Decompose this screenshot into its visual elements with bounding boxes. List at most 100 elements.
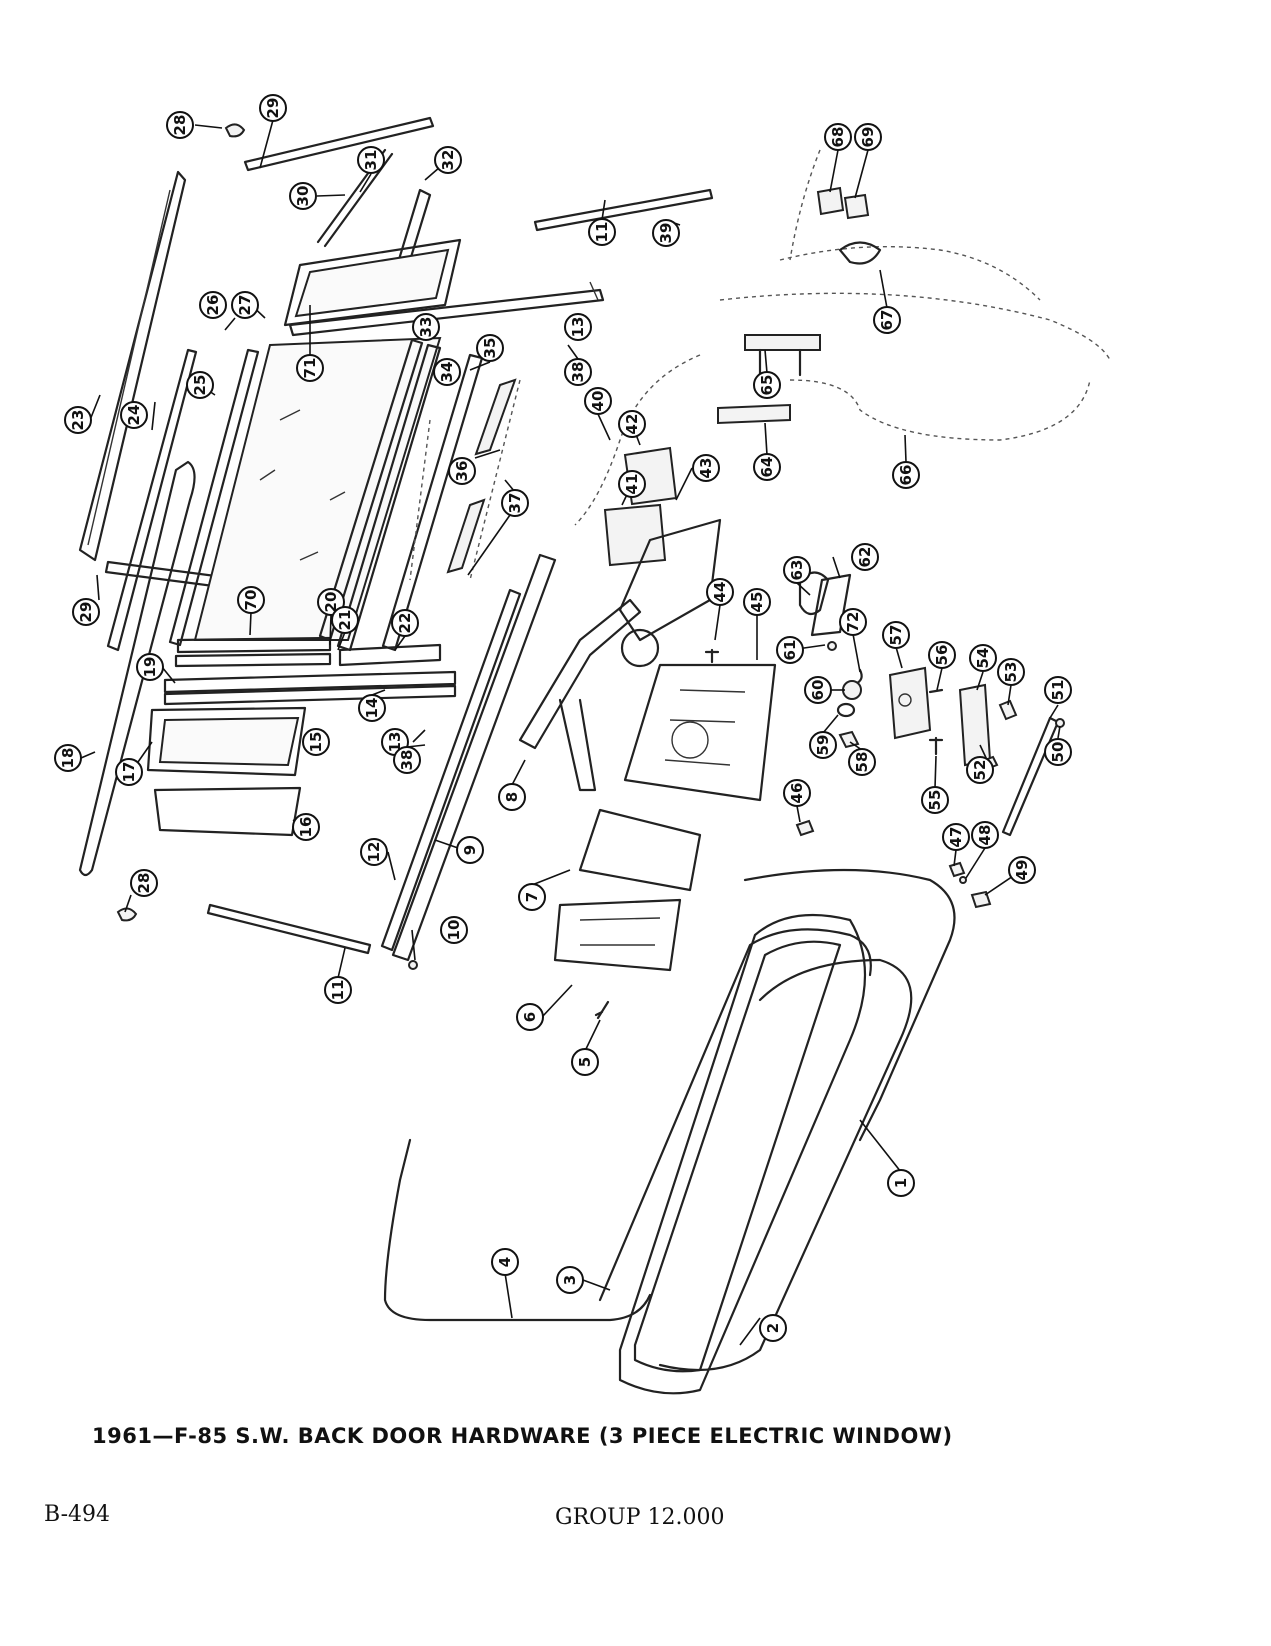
svg-text:38: 38 bbox=[569, 362, 587, 383]
svg-text:33: 33 bbox=[417, 317, 435, 338]
svg-text:66: 66 bbox=[897, 465, 915, 486]
diagram-caption: 1961—F-85 S.W. BACK DOOR HARDWARE (3 PIE… bbox=[92, 1424, 953, 1448]
svg-text:29: 29 bbox=[77, 602, 95, 623]
svg-text:45: 45 bbox=[748, 592, 766, 613]
svg-text:57: 57 bbox=[887, 625, 905, 646]
svg-text:70: 70 bbox=[242, 590, 260, 611]
svg-text:38: 38 bbox=[398, 750, 416, 771]
callout-46: 46 bbox=[783, 779, 811, 807]
callout-5: 5 bbox=[571, 1048, 599, 1076]
callout-66: 66 bbox=[892, 461, 920, 489]
svg-text:47: 47 bbox=[947, 827, 965, 848]
svg-text:22: 22 bbox=[396, 613, 414, 634]
callout-44: 44 bbox=[706, 578, 734, 606]
callout-4: 4 bbox=[491, 1248, 519, 1276]
svg-text:44: 44 bbox=[711, 582, 729, 603]
callout-35: 35 bbox=[476, 334, 504, 362]
callout-70: 70 bbox=[237, 586, 265, 614]
svg-text:10: 10 bbox=[445, 920, 463, 941]
callout-3: 3 bbox=[556, 1266, 584, 1294]
svg-text:6: 6 bbox=[521, 1012, 539, 1022]
callout-68: 68 bbox=[824, 123, 852, 151]
callout-39: 39 bbox=[652, 219, 680, 247]
svg-text:28: 28 bbox=[171, 115, 189, 136]
callouts: 1 2 3 4 5 6 7 8 9 10 11 11 12 13 13 14 1… bbox=[54, 94, 1072, 1342]
callout-45: 45 bbox=[743, 588, 771, 616]
callout-8: 8 bbox=[498, 783, 526, 811]
svg-text:23: 23 bbox=[69, 410, 87, 431]
callout-16: 16 bbox=[292, 813, 320, 841]
svg-text:39: 39 bbox=[657, 223, 675, 244]
callout-54: 54 bbox=[969, 644, 997, 672]
svg-text:58: 58 bbox=[853, 752, 871, 773]
callout-55: 55 bbox=[921, 786, 949, 814]
svg-text:13: 13 bbox=[386, 732, 404, 753]
callout-50: 50 bbox=[1044, 738, 1072, 766]
callout-32: 32 bbox=[434, 146, 462, 174]
callout-56: 56 bbox=[928, 641, 956, 669]
svg-text:24: 24 bbox=[125, 405, 143, 426]
svg-text:13: 13 bbox=[569, 317, 587, 338]
callout-14: 14 bbox=[358, 694, 386, 722]
callout-15: 15 bbox=[302, 728, 330, 756]
svg-text:60: 60 bbox=[809, 680, 827, 701]
callout-60: 60 bbox=[804, 676, 832, 704]
svg-text:28: 28 bbox=[135, 873, 153, 894]
callout-51: 51 bbox=[1044, 676, 1072, 704]
svg-text:2: 2 bbox=[764, 1323, 782, 1333]
callout-2: 2 bbox=[759, 1314, 787, 1342]
callout-67: 67 bbox=[873, 306, 901, 334]
part-drawings bbox=[78, 116, 1111, 1395]
callout-17: 17 bbox=[115, 758, 143, 786]
callout-33: 33 bbox=[412, 313, 440, 341]
callout-64: 64 bbox=[753, 453, 781, 481]
svg-text:56: 56 bbox=[933, 645, 951, 666]
callout-48: 48 bbox=[971, 821, 999, 849]
svg-text:11: 11 bbox=[329, 980, 347, 1001]
callout-65: 65 bbox=[753, 371, 781, 399]
page-code: B-494 bbox=[44, 1502, 110, 1527]
callout-28-bottom: 28 bbox=[130, 869, 158, 897]
svg-text:55: 55 bbox=[926, 790, 944, 811]
callout-47: 47 bbox=[942, 823, 970, 851]
svg-text:42: 42 bbox=[623, 414, 641, 435]
svg-text:54: 54 bbox=[974, 648, 992, 669]
svg-text:8: 8 bbox=[503, 792, 521, 802]
callout-63: 63 bbox=[783, 556, 811, 584]
callout-18: 18 bbox=[54, 744, 82, 772]
svg-text:67: 67 bbox=[878, 310, 896, 331]
svg-text:25: 25 bbox=[191, 375, 209, 396]
svg-text:9: 9 bbox=[461, 845, 479, 855]
callout-13-top: 13 bbox=[564, 313, 592, 341]
callout-27: 27 bbox=[231, 291, 259, 319]
svg-text:41: 41 bbox=[623, 474, 641, 495]
callout-34: 34 bbox=[433, 358, 461, 386]
svg-text:40: 40 bbox=[589, 391, 607, 412]
svg-text:53: 53 bbox=[1002, 662, 1020, 683]
group-label: GROUP 12.000 bbox=[555, 1505, 725, 1530]
callout-43: 43 bbox=[692, 454, 720, 482]
callout-10: 10 bbox=[440, 916, 468, 944]
callout-1: 1 bbox=[887, 1169, 915, 1197]
callout-11-bottom: 11 bbox=[324, 976, 352, 1004]
callout-59: 59 bbox=[809, 731, 837, 759]
svg-text:5: 5 bbox=[576, 1057, 594, 1067]
svg-text:17: 17 bbox=[120, 762, 138, 783]
callout-12: 12 bbox=[360, 838, 388, 866]
svg-text:36: 36 bbox=[453, 461, 471, 482]
svg-text:27: 27 bbox=[236, 295, 254, 316]
svg-text:50: 50 bbox=[1049, 742, 1067, 763]
svg-text:37: 37 bbox=[506, 493, 524, 514]
svg-text:49: 49 bbox=[1013, 860, 1031, 881]
svg-text:12: 12 bbox=[365, 842, 383, 863]
svg-text:15: 15 bbox=[307, 732, 325, 753]
callout-41: 41 bbox=[618, 470, 646, 498]
svg-text:68: 68 bbox=[829, 127, 847, 148]
svg-text:14: 14 bbox=[363, 698, 381, 719]
callout-24: 24 bbox=[120, 401, 148, 429]
callout-52: 52 bbox=[966, 756, 994, 784]
svg-text:65: 65 bbox=[758, 375, 776, 396]
svg-text:3: 3 bbox=[561, 1275, 579, 1285]
svg-text:21: 21 bbox=[336, 610, 354, 631]
